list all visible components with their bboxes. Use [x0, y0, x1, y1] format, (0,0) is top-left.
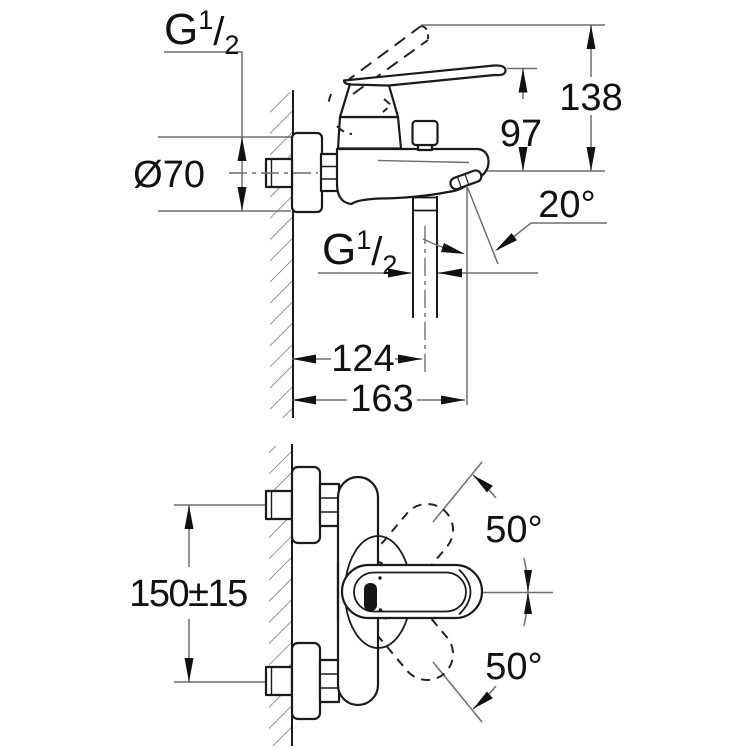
dimension-outlet-thread: G1/2 — [318, 225, 538, 280]
side-view-dimensions: G1/2 Ø70 97 138 — [133, 5, 623, 420]
hex-nut-top — [318, 482, 341, 528]
dimension-50deg-lower: 50° — [432, 591, 543, 723]
side-view — [229, 25, 507, 418]
wall-hatch-side — [270, 90, 294, 418]
spout-highlight-line — [377, 159, 470, 164]
lever-handle-front — [336, 562, 484, 621]
supply-fitting-bottom — [264, 665, 294, 697]
label-outlet-thread: G1/2 — [322, 225, 397, 280]
lever-grip-hole — [364, 583, 377, 611]
wall-hatch-front — [269, 444, 293, 746]
diverter-knob — [411, 119, 439, 152]
lever-raised-ghost — [326, 25, 430, 135]
dimension-150: 150±15 — [129, 504, 265, 683]
dimension-163: 163 — [292, 378, 465, 420]
dimension-50deg-upper: 50° — [432, 461, 543, 593]
dimension-escutcheon-diameter: Ø70 — [133, 136, 291, 212]
label-150: 150±15 — [129, 573, 247, 615]
dimension-20deg: 20° — [422, 184, 607, 405]
shower-outlet-pipe — [412, 194, 438, 372]
lever-handle-side — [342, 64, 507, 87]
label-escutcheon-diameter: Ø70 — [133, 154, 205, 196]
dimension-124: 124 — [292, 338, 422, 380]
wall-escutcheon-top — [290, 465, 322, 545]
cartridge-cap — [336, 82, 403, 150]
label-50deg-upper: 50° — [485, 509, 542, 551]
dimension-97: 97 — [500, 67, 542, 171]
hex-nut-bottom — [318, 658, 341, 704]
wall-escutcheon-bottom — [290, 641, 322, 721]
supply-fitting-top — [264, 489, 294, 521]
label-163: 163 — [350, 378, 413, 420]
dimension-138: 138 — [421, 24, 623, 172]
spout-aerator — [449, 169, 483, 191]
label-138: 138 — [559, 77, 622, 119]
label-wall-thread: G1/2 — [164, 5, 239, 60]
front-view: 50° 50° — [129, 444, 553, 746]
label-50deg-lower: 50° — [485, 646, 542, 688]
label-97: 97 — [500, 113, 542, 155]
dimension-wall-thread: G1/2 — [164, 5, 243, 211]
label-20deg: 20° — [538, 184, 595, 226]
label-124: 124 — [331, 338, 394, 380]
